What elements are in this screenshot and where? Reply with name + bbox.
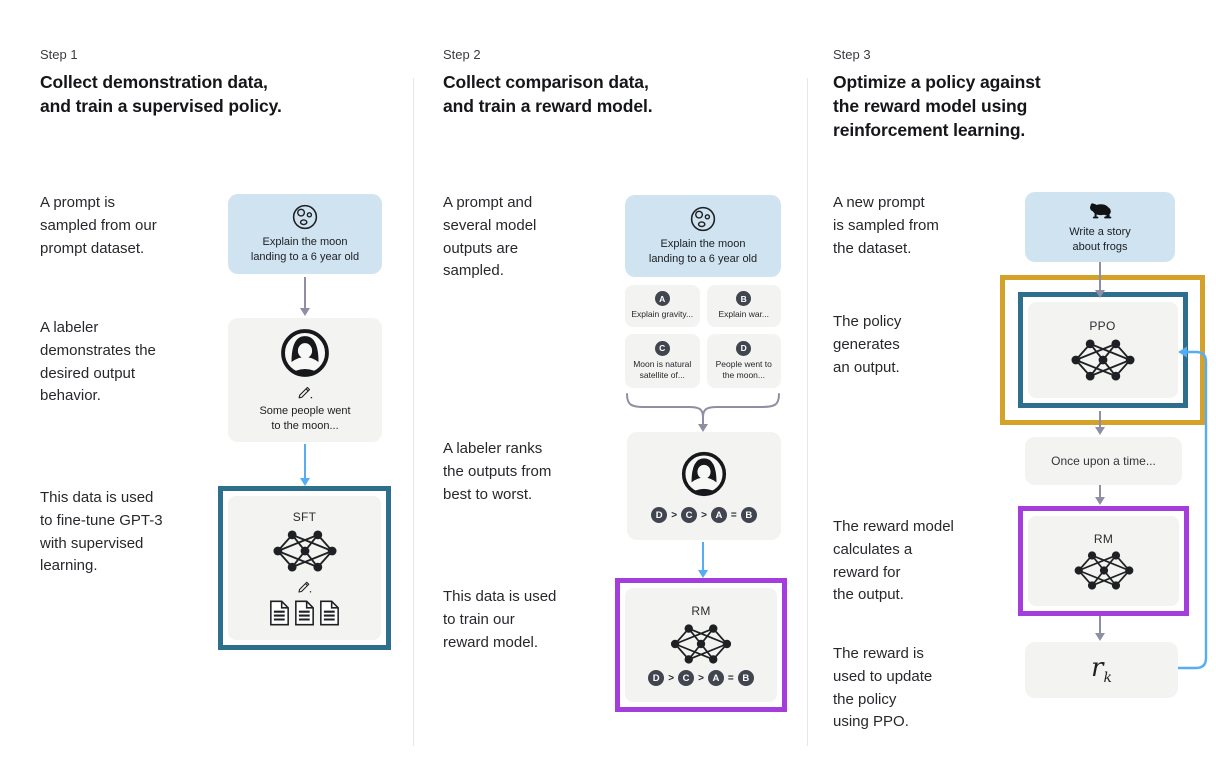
neural-network-icon [1073, 550, 1134, 590]
arrow-labeler-to-rm [697, 542, 709, 578]
column-divider-2 [807, 78, 808, 746]
rank-badge-b: B [737, 670, 754, 686]
column-divider-1 [413, 78, 414, 746]
step3-caption-update: The reward is used to update the policy … [833, 645, 933, 731]
labeler-icon [278, 326, 332, 380]
arrow-outputs-to-labeler [697, 416, 709, 432]
rank-badge-d: D [648, 670, 665, 686]
pencil-icon [298, 581, 312, 594]
step3-prompt-text: Write a story about frogs [1069, 225, 1131, 253]
neural-network-icon [1070, 338, 1135, 381]
rank-sep: > [701, 509, 707, 521]
step2-caption-prompt: A prompt and several model outputs are s… [443, 194, 537, 280]
rank-badge-b: B [740, 507, 757, 523]
step3-policy-outer-box: PPO [1000, 275, 1205, 425]
step1-labeler-box: Some people went to the moon... [228, 318, 382, 442]
step3-caption-prompt: A new prompt is sampled from the dataset… [833, 194, 939, 257]
step2-prompt-box: Explain the moon landing to a 6 year old [625, 195, 781, 277]
step3-output-text: Once upon a time... [1051, 454, 1156, 468]
step3-reward-box: rk [1025, 642, 1178, 698]
reward-value: rk [1091, 653, 1112, 687]
step1-caption-prompt: A prompt is sampled from our prompt data… [40, 194, 157, 257]
model-outputs-grid: A Explain gravity... B Explain war... C … [625, 285, 781, 388]
rank-badge-c: C [681, 507, 698, 523]
step3-ppo-box: PPO [1017, 292, 1188, 408]
output-text-d: People went to the moon... [715, 358, 772, 380]
frog-icon [1090, 203, 1112, 219]
rm-label: RM [1093, 531, 1114, 546]
rank-sep: = [730, 509, 737, 521]
step1-demonstration-text: Some people went to the moon... [259, 405, 351, 432]
arrow-output-to-rm [1094, 485, 1106, 505]
rank-badge-a: A [707, 670, 724, 686]
step3-heading: Optimize a policy against the reward mod… [833, 72, 1041, 141]
ranking-row: D > C > A = B [651, 507, 757, 523]
step1-prompt-text: Explain the moon landing to a 6 year old [250, 236, 360, 263]
step3-rm-box: RM [1018, 506, 1189, 616]
step2-labeler-box: D > C > A = B [627, 432, 781, 540]
arrow-labeler-to-sft [299, 444, 311, 486]
step3-caption-reward: The reward model calculates a reward for… [833, 518, 954, 604]
labeler-icon [679, 449, 729, 499]
step2-prompt-text: Explain the moon landing to a 6 year old [648, 238, 758, 265]
arrow-prompt-to-labeler [299, 277, 311, 316]
output-card-b: B Explain war... [706, 285, 781, 327]
feedback-loop-arrow [1178, 346, 1208, 670]
output-text-b: Explain war... [718, 309, 770, 320]
documents-icon [269, 600, 340, 626]
arrow-prompt-to-ppo [1094, 262, 1106, 298]
step2-label: Step 2 [443, 47, 481, 62]
arrow-rm-to-reward [1094, 616, 1106, 641]
output-badge-d: D [736, 340, 752, 356]
output-text-a: Explain gravity... [631, 309, 694, 320]
step1-sft-box: SFT [218, 486, 391, 650]
ppo-label: PPO [1089, 318, 1116, 333]
neural-network-icon [272, 529, 337, 573]
sft-label: SFT [292, 510, 317, 524]
ranking-row: D > C > A = B [648, 670, 754, 686]
rank-sep: = [727, 672, 734, 684]
rank-badge-c: C [678, 670, 695, 686]
pencil-icon [298, 387, 313, 400]
step3-label: Step 3 [833, 47, 871, 62]
step3-prompt-box: Write a story about frogs [1025, 192, 1175, 262]
step2-caption-rank: A labeler ranks the outputs from best to… [443, 440, 552, 503]
output-card-d: D People went to the moon... [706, 334, 781, 388]
step1-label: Step 1 [40, 47, 78, 62]
step2-heading: Collect comparison data, and train a rew… [443, 72, 653, 117]
step1-caption-labeler: A labeler demonstrates the desired outpu… [40, 319, 156, 405]
rank-badge-a: A [710, 507, 727, 523]
output-badge-b: B [736, 291, 752, 307]
step1-caption-data: This data is used to fine-tune GPT-3 wit… [40, 489, 163, 575]
step3-caption-policy: The policy generates an output. [833, 313, 902, 376]
neural-network-icon [670, 623, 732, 665]
moon-icon [690, 206, 716, 232]
output-badge-a: A [654, 291, 670, 307]
step3-output-box: Once upon a time... [1025, 437, 1182, 485]
output-badge-c: C [654, 340, 670, 356]
rank-sep: > [698, 672, 704, 684]
step2-caption-data: This data is used to train our reward mo… [443, 588, 557, 651]
output-card-c: C Moon is natural satellite of... [625, 334, 700, 388]
rank-badge-d: D [651, 507, 668, 523]
rank-sep: > [671, 509, 678, 521]
arrow-ppo-to-output [1094, 411, 1106, 435]
rank-sep: > [668, 672, 675, 684]
rm-label: RM [691, 604, 711, 618]
step1-heading: Collect demonstration data, and train a … [40, 72, 282, 117]
step1-prompt-box: Explain the moon landing to a 6 year old [228, 194, 382, 274]
moon-icon [292, 204, 318, 230]
output-text-c: Moon is natural satellite of... [633, 358, 692, 380]
step2-rm-box: RM D > C > A = B [615, 578, 787, 712]
brace-converge [626, 393, 780, 418]
output-card-a: A Explain gravity... [625, 285, 700, 327]
